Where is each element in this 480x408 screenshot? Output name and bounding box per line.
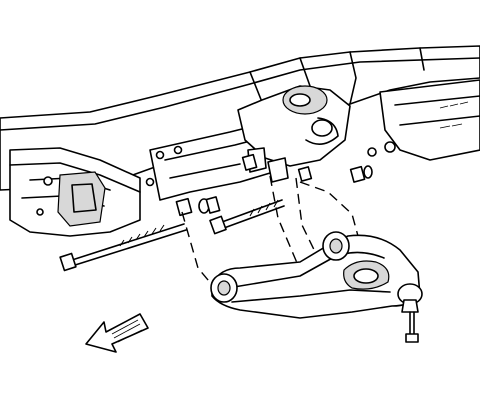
alignment-lines <box>181 175 359 293</box>
front-direction-arrow-icon <box>85 313 149 353</box>
bushing-icon <box>210 273 238 303</box>
bushing-icon <box>322 231 350 261</box>
nut-icon <box>175 196 221 217</box>
bolt-icon <box>59 223 187 272</box>
ball-joint-icon <box>397 283 423 343</box>
frame-crossmember-icon <box>9 85 351 237</box>
lower-control-arm-icon <box>211 234 421 319</box>
bolt-icon <box>209 199 285 235</box>
nut-icon <box>241 153 373 183</box>
